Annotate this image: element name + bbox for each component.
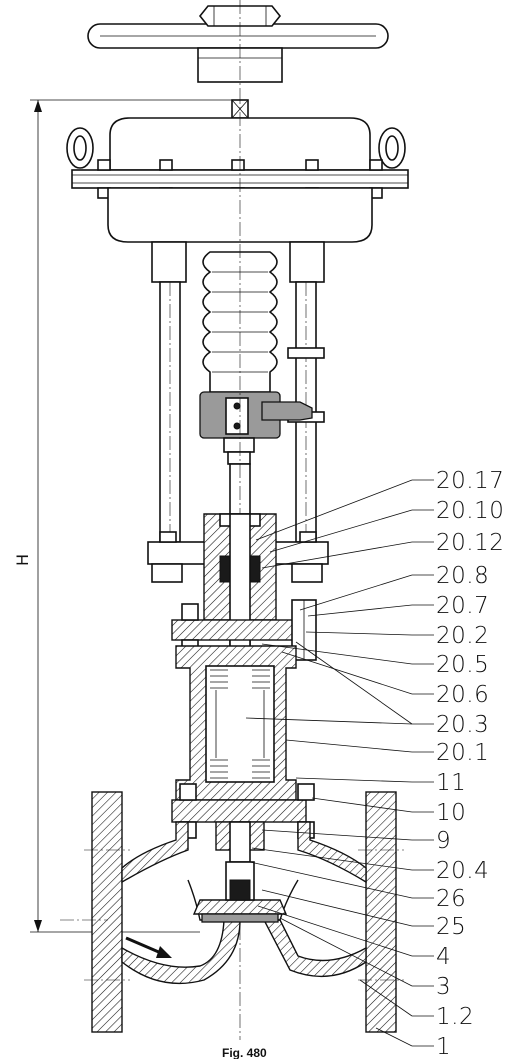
lower-bonnet-flange [171,783,315,863]
label-11: 11 [436,770,466,796]
label-26: 26 [436,886,466,912]
valve-body [60,791,404,1033]
label-20-4: 20.4 [436,858,489,884]
label-20-10: 20.10 [436,498,504,524]
part-labels: 20.17 20.10 20.12 20.8 20.7 20.2 20.5 20… [436,468,504,1059]
label-20-7: 20.7 [436,593,489,619]
label-25: 25 [436,914,466,940]
figure-caption: Fig. 480 [222,1046,267,1059]
leader-lines [245,479,434,1047]
label-10: 10 [436,800,466,826]
label-1: 1 [436,1034,451,1059]
label-20-1: 20.1 [436,740,489,766]
label-3: 3 [436,974,451,1000]
label-20-3: 20.3 [436,712,489,738]
label-20-17: 20.17 [436,468,504,494]
label-20-12: 20.12 [436,530,504,556]
label-1-2: 1.2 [436,1004,474,1030]
label-20-2: 20.2 [436,623,489,649]
label-20-5: 20.5 [436,652,489,678]
handwheel [87,0,389,90]
label-9: 9 [436,828,451,854]
label-4: 4 [436,944,451,970]
label-20-8: 20.8 [436,563,489,589]
extension-housing [175,645,297,801]
actuator-housing [66,99,409,243]
dimension-h-label: H [13,554,32,566]
label-20-6: 20.6 [436,682,489,708]
